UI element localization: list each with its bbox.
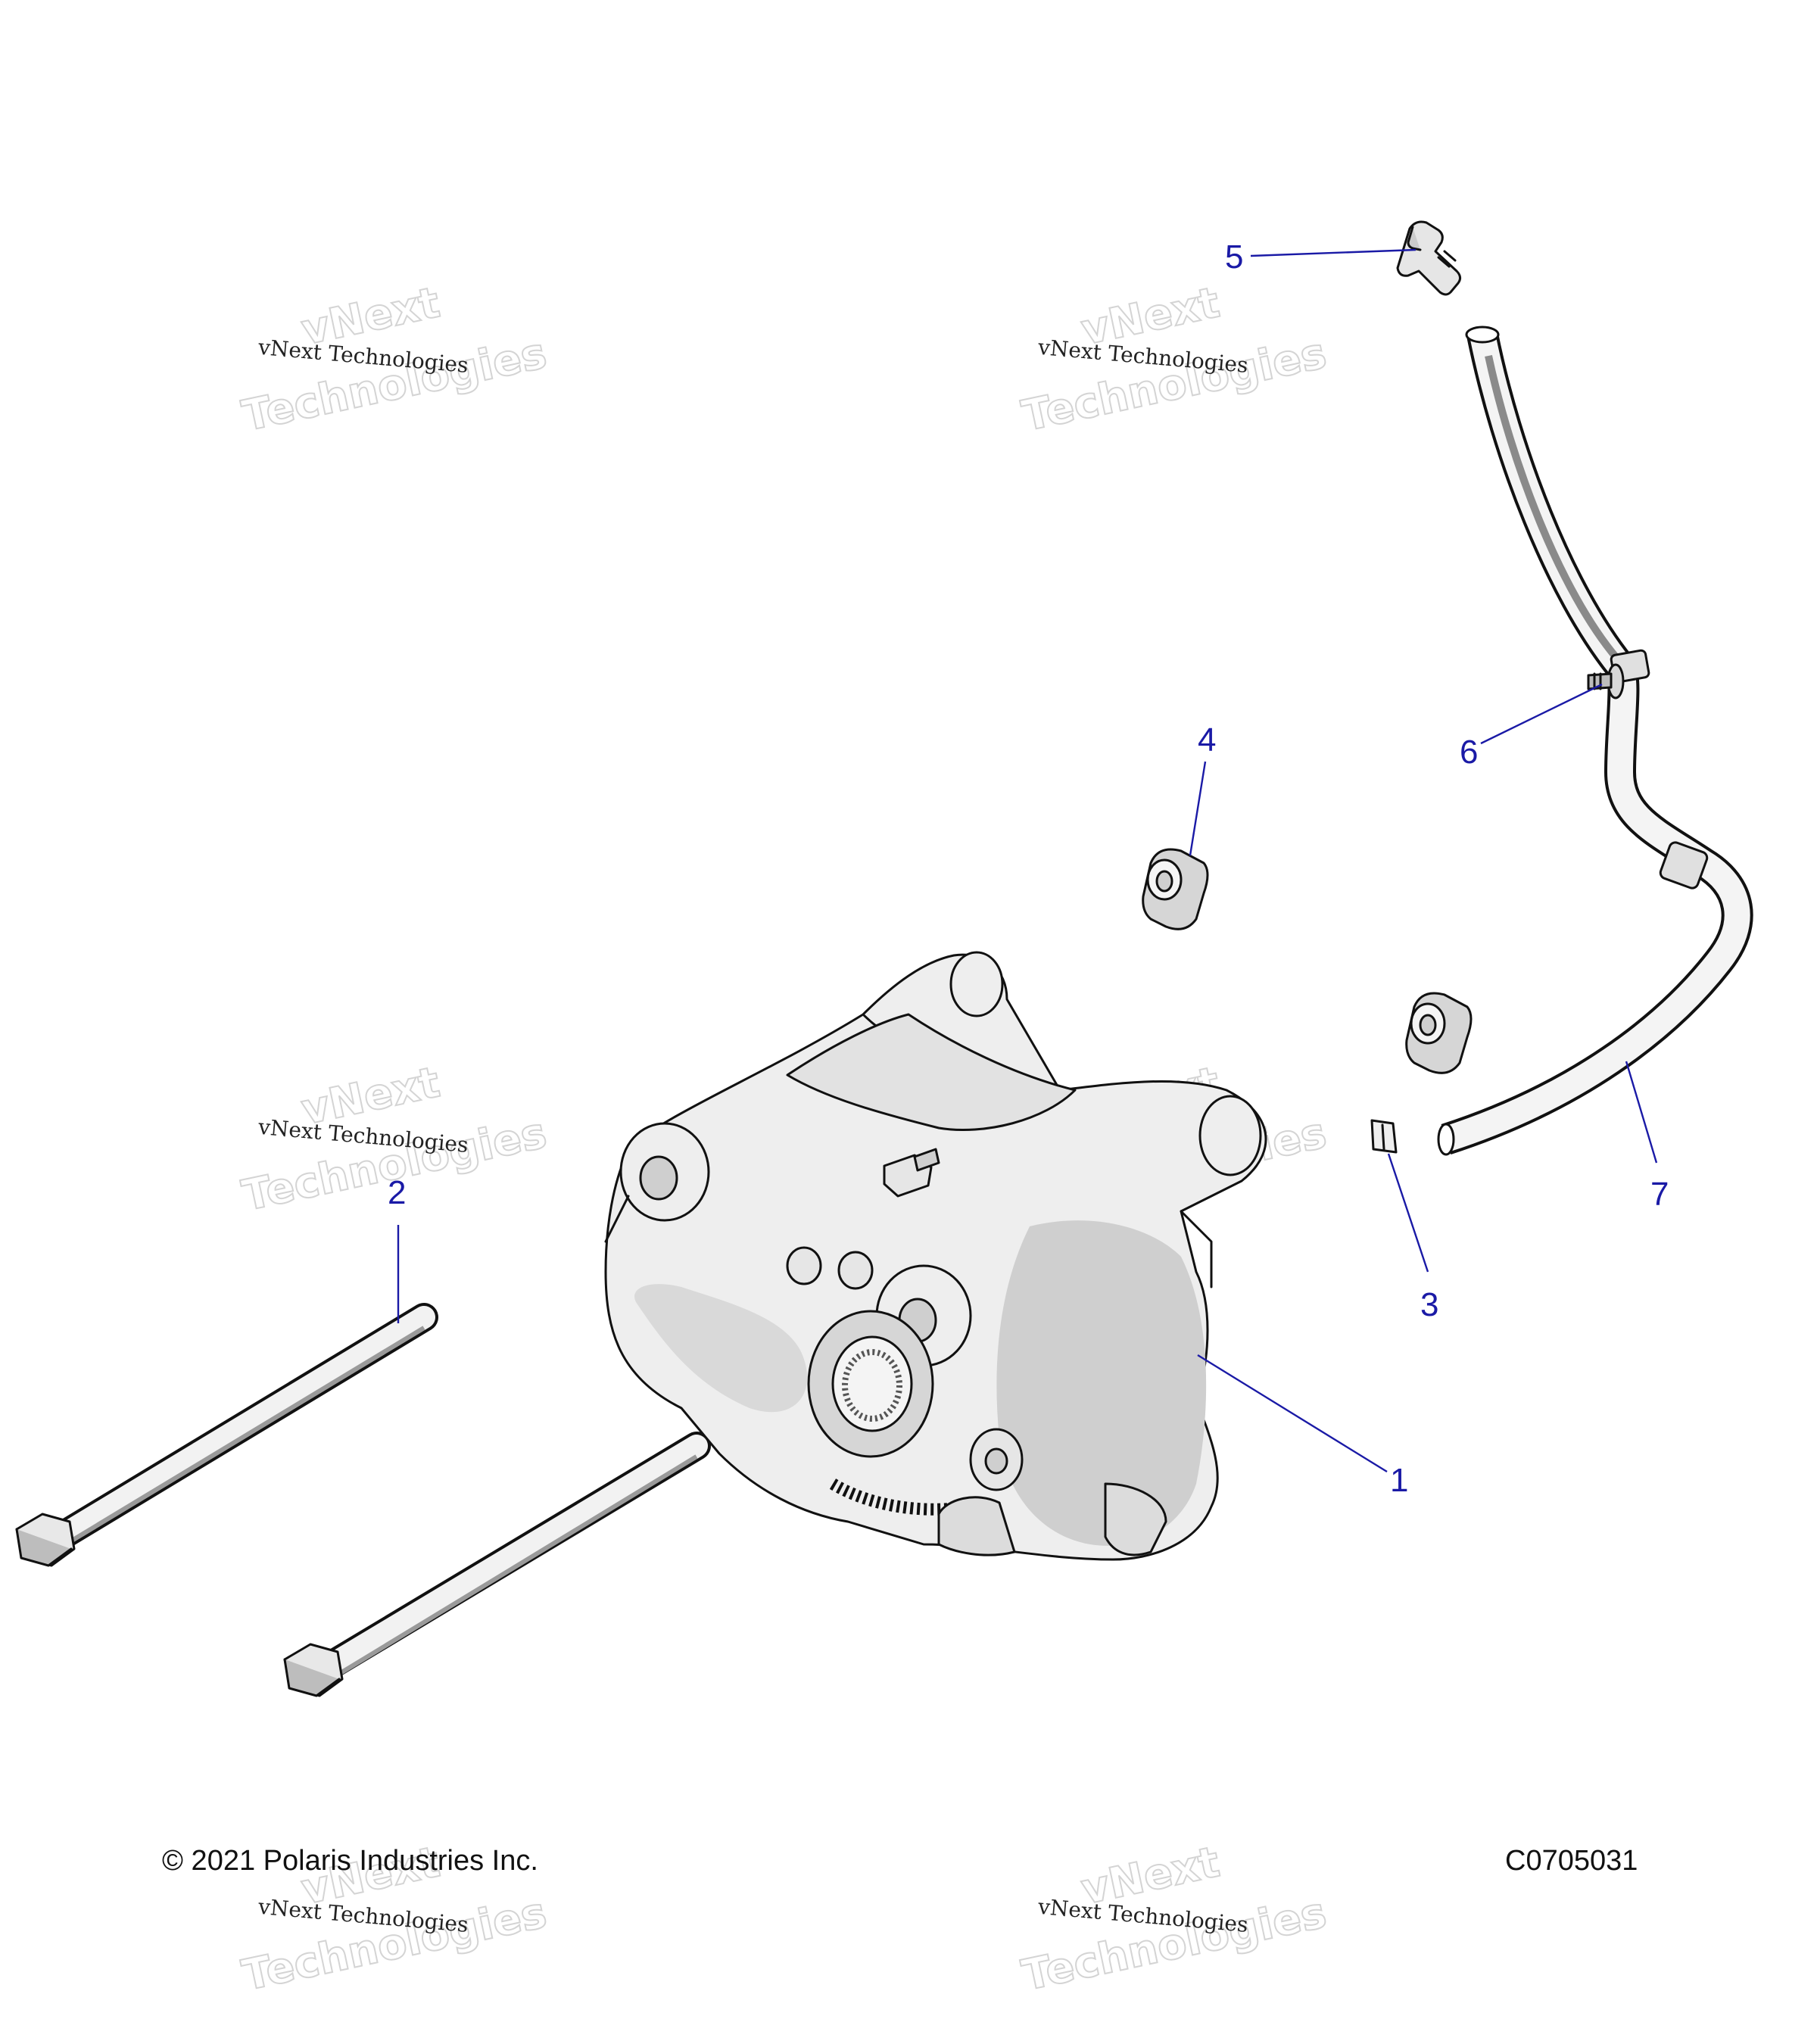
- bolt-part-2: [15, 1303, 438, 1567]
- callout-6: 6: [1460, 683, 1603, 771]
- mount-boss-left: [619, 1122, 710, 1222]
- mount-boss-right-top: [1198, 1095, 1262, 1176]
- callout-2: 2: [388, 1174, 406, 1323]
- bolt-part-2b: [283, 1432, 711, 1697]
- callout-label-4: 4: [1198, 721, 1216, 759]
- mount-boss-top: [949, 951, 1004, 1017]
- watermark: vNext Technologies vNext Technologies: [1018, 277, 1332, 442]
- callout-label-5: 5: [1225, 238, 1243, 276]
- callout-label-1: 1: [1390, 1462, 1408, 1499]
- callout-7: 7: [1625, 1061, 1669, 1213]
- bushing-part-4: [1142, 848, 1209, 930]
- clip-part-3: [1370, 1119, 1398, 1154]
- watermark: vNext Technologies vNext Technologies: [238, 277, 552, 442]
- gearcase-housing-part-1: [604, 951, 1267, 1561]
- copyright-text: © 2021 Polaris Industries Inc.: [162, 1845, 538, 1877]
- callout-4: 4: [1189, 721, 1216, 856]
- callout-3: 3: [1387, 1153, 1438, 1323]
- breather-hose-part-7: [1437, 326, 1753, 1156]
- callout-label-6: 6: [1460, 734, 1478, 771]
- output-spline: [807, 1310, 934, 1458]
- callout-group: 5 6 4 7 3 2 1: [388, 238, 1669, 1499]
- callout-label-7: 7: [1650, 1176, 1669, 1213]
- callout-label-2: 2: [388, 1174, 406, 1211]
- callout-label-3: 3: [1420, 1286, 1438, 1323]
- screw-part-6: [1587, 663, 1625, 700]
- elbow-fitting-part-5: [1396, 220, 1462, 296]
- callout-5: 5: [1225, 238, 1417, 276]
- watermark: vNext Technologies vNext Technologies: [1018, 1837, 1332, 2002]
- drawing-number: C0705031: [1505, 1845, 1638, 1877]
- bushing-part-4b: [1405, 992, 1473, 1074]
- callout-1: 1: [1197, 1354, 1408, 1499]
